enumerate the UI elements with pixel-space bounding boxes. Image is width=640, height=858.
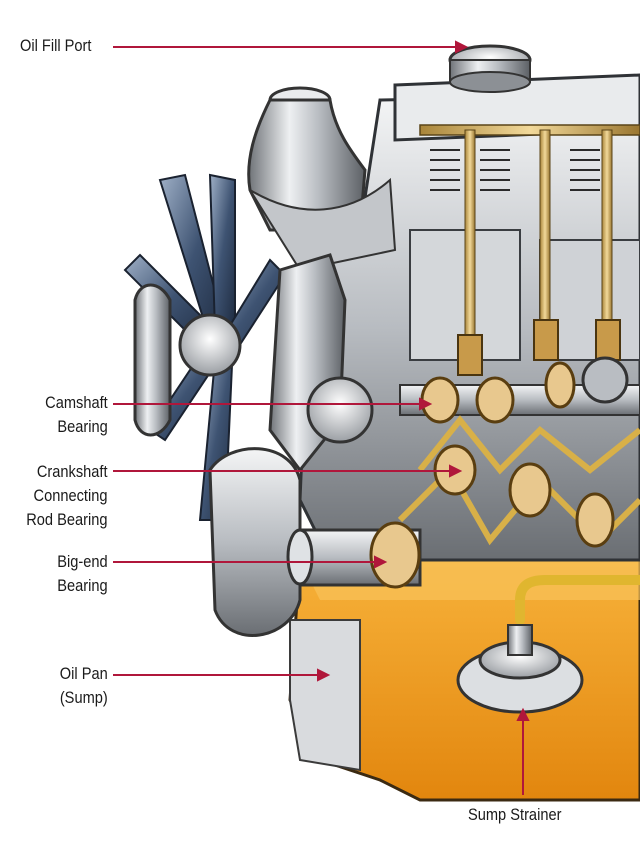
valvetrain-shape [419,124,640,376]
oil-fill-cap-shape [448,44,532,93]
pulley-housing-shape [208,253,374,637]
label-line: Crankshaft [37,462,108,481]
label-oil-pan: Oil Pan (Sump) [60,662,108,710]
label-line: Bearing [57,417,108,436]
oil-pickup-shape [515,575,640,625]
label-camshaft-bearing: Camshaft Bearing [45,391,108,439]
label-big-end-bearing: Big-end Bearing [58,550,108,598]
arrowhead-oil-fill-port [455,40,469,54]
arrowhead-sump-strainer [516,707,530,721]
big-end-shaft-shape [286,521,422,589]
label-line: Oil Fill Port [20,36,92,55]
sump-strainer-shape [456,624,584,714]
leader-lines [113,40,530,795]
label-oil-fill-port: Oil Fill Port [20,34,96,58]
label-line: Camshaft [45,393,108,412]
arrowhead-big-end-bearing [374,555,388,569]
camshaft-shape [399,356,640,424]
label-line: Oil Pan [60,664,108,683]
arrowhead-oil-pan [317,668,331,682]
arrowhead-crankshaft-rod-bearing [449,464,463,478]
label-line: Big-end [57,552,108,571]
label-line: Connecting [34,486,108,505]
label-line: Bearing [57,576,108,595]
label-line: Rod Bearing [26,510,108,529]
label-crankshaft-rod-bearing: Crankshaft Connecting Rod Bearing [27,460,108,532]
label-sump-strainer: Sump Strainer [468,803,561,827]
fan-shape [123,173,287,521]
label-line: (Sump) [60,688,108,707]
intake-elbow-shape [247,86,397,272]
label-line: Sump Strainer [468,805,562,824]
arrowhead-camshaft-bearing [419,397,433,411]
